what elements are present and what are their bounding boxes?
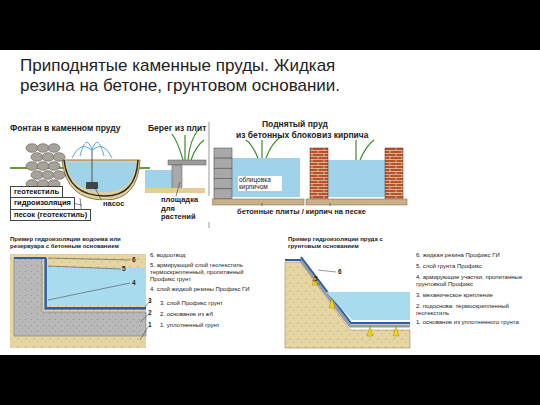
part-label: бетонные плиты / кирпич на песке [236,208,367,217]
legend-item: 2. подоснова: термоскрепленный геотексти… [416,303,536,317]
legend-item: 3. механическое крепление [416,292,536,299]
callout-number: 5 [314,275,318,282]
legend-item: 3. слой Профикс грунт [160,300,223,307]
block-pond [212,136,304,206]
box-text: гидроизоляция [14,199,71,207]
callout-number: 6 [132,256,136,263]
legend-item: 4. армирующие участки, пропитанные грунт… [416,274,536,288]
legend-item: 6. водоотвод [150,252,186,259]
legend-item: 1. основание из уплотненного грунта [416,319,536,326]
diagram-heading: Пример гидроизоляции пруда с грунтовым о… [288,236,413,250]
slide-title: Приподнятые каменные пруды. Жидкая резин… [20,56,350,96]
box-text: песок (геотекстиль) [14,211,87,219]
section-heading: Берег из плит [148,124,206,134]
concrete-section [10,254,148,348]
legend-item: 2. основание из жб [160,311,213,318]
callout-number: 6 [338,268,342,275]
part-label: облицовка кирпичом [238,176,282,191]
slab-shore [145,130,206,196]
brick-pond [306,140,407,206]
callout-number: 1 [148,321,152,328]
legend-item: 5. слой грунта Профикс [416,263,536,270]
section-heading: из бетонных блоков [236,131,322,141]
callout-number: 3 [148,297,152,304]
legend-item: 5. армирующий слой геотекстиль термоскре… [150,262,270,283]
fountain-pond [10,142,150,216]
legend-item: 4. слой жидкой резины Профикс ГИ [150,286,270,293]
diagram-heading: Пример гидроизоляции водоема или резерву… [10,236,145,250]
box-text: геотекстиль [14,188,59,196]
part-label: насос [102,200,126,209]
section-heading: из кирпича [322,131,369,141]
soil-section [285,257,410,348]
legend-item: 1. уплотненный грунт [160,322,220,329]
callout-number: 5 [122,265,126,272]
legend-item: 6. жидкая резина Профикс ГИ [416,252,500,259]
callout-number: 4 [132,279,136,286]
section-heading: Поднятый пруд [262,120,328,130]
callout-number: 2 [148,309,152,316]
part-label: площадка для растений [160,196,212,222]
section-heading: Фонтан в каменном пруду [10,124,121,134]
label-box: песок (геотекстиль) [10,209,91,221]
